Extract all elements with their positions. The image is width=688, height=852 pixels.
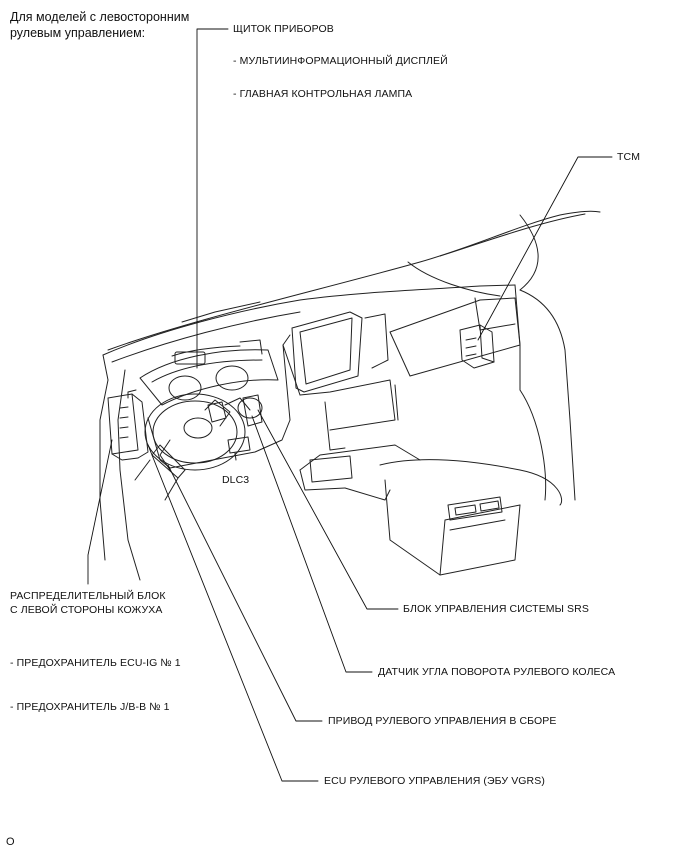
leader-lines — [87, 28, 613, 782]
label-vgrs-ecu: ECU РУЛЕВОГО УПРАВЛЕНИЯ (ЭБУ VGRS) — [324, 775, 545, 787]
dlc3-connector-drawing — [227, 436, 251, 461]
label-fuse-jbb: - ПРЕДОХРАНИТЕЛЬ J/B-B № 1 — [10, 701, 170, 713]
srs-area-drawing — [207, 394, 263, 427]
leader-steering-actuator — [167, 464, 323, 722]
leader-instrument-cluster — [196, 28, 229, 369]
center-console-drawing — [299, 444, 563, 576]
model-note: Для моделей с левосторонним рулевым упра… — [10, 9, 189, 41]
tcm-drawing — [459, 324, 495, 369]
right-side-outline — [519, 289, 576, 501]
label-junction-block-line2: С ЛЕВОЙ СТОРОНЫ КОЖУХА — [10, 604, 163, 616]
dashboard-top — [102, 284, 521, 391]
label-srs-ecu: БЛОК УПРАВЛЕНИЯ СИСТЕМЫ SRS — [403, 603, 589, 615]
corner-mark: O — [6, 836, 15, 848]
model-note-line1: Для моделей с левосторонним — [10, 10, 190, 24]
leader-steering-angle-sensor — [251, 415, 373, 673]
label-tcm: TCM — [617, 151, 641, 163]
center-display — [282, 311, 389, 396]
label-master-warning: - ГЛАВНАЯ КОНТРОЛЬНАЯ ЛАМПА — [233, 88, 413, 100]
label-dlc3: DLC3 — [222, 474, 250, 486]
leader-srs-ecu — [257, 409, 399, 610]
junction-block-drawing — [107, 389, 149, 461]
leader-junction-block — [87, 439, 113, 585]
steering-wheel-drawing — [144, 393, 251, 471]
leader-tcm — [477, 156, 613, 341]
instrument-cluster-drawing — [139, 339, 279, 406]
windshield-outline — [107, 210, 601, 351]
label-multi-display: - МУЛЬТИИНФОРМАЦИОННЫЙ ДИСПЛЕЙ — [233, 55, 448, 67]
label-junction-block-line1: РАСПРЕДЕЛИТЕЛЬНЫЙ БЛОК — [10, 590, 166, 602]
label-fuse-ecu-ig: - ПРЕДОХРАНИТЕЛЬ ECU-IG № 1 — [10, 657, 181, 669]
lower-dash-outline — [99, 344, 291, 581]
label-steering-angle-sensor: ДАТЧИК УГЛА ПОВОРОТА РУЛЕВОГО КОЛЕСА — [378, 666, 616, 678]
model-note-line2: рулевым управлением: — [10, 26, 146, 40]
label-steering-actuator: ПРИВОД РУЛЕВОГО УПРАВЛЕНИЯ В СБОРЕ — [328, 715, 557, 727]
center-stack — [299, 379, 399, 451]
steering-column-drawing — [134, 444, 186, 501]
label-instrument-cluster: ЩИТОК ПРИБОРОВ — [233, 23, 334, 35]
leader-vgrs-ecu — [147, 444, 319, 782]
